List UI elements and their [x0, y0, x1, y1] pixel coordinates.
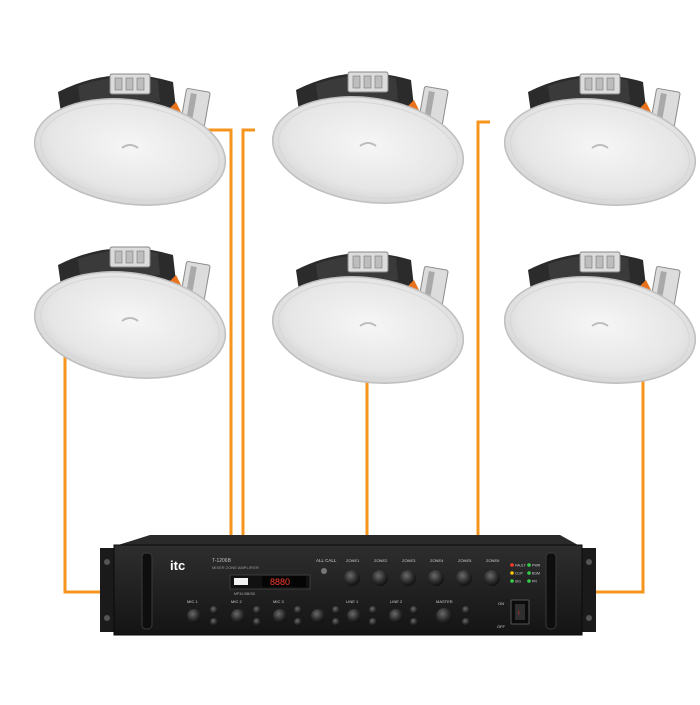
mic1-treble-knob[interactable]	[210, 618, 218, 626]
zone-knob-6[interactable]	[484, 570, 500, 586]
mic4-bass-knob[interactable]	[332, 606, 340, 614]
speaker-row-bottom	[26, 246, 700, 396]
line1-volume-knob[interactable]	[347, 609, 361, 623]
zone-label: ZONE6	[486, 558, 500, 563]
master-volume-knob[interactable]	[436, 608, 452, 624]
cable-speaker-6	[596, 352, 645, 594]
zone-label: ZONE2	[374, 558, 388, 563]
ceiling-speaker-6	[496, 251, 700, 396]
line2-treble-knob[interactable]	[410, 618, 418, 626]
indicator-label: BGM	[532, 572, 540, 576]
cable-speaker-3	[241, 128, 255, 536]
zone-knob-4[interactable]	[428, 570, 444, 586]
model-number: T-1206B	[212, 558, 232, 564]
master-treble-knob[interactable]	[462, 618, 470, 626]
all-call-button[interactable]	[321, 568, 327, 574]
mic3-volume-knob[interactable]	[273, 609, 287, 623]
speaker-cables	[63, 120, 645, 594]
amp-top-cover	[118, 535, 578, 545]
power-on-label: ON	[498, 601, 504, 606]
zone-label: ZONE3	[402, 558, 416, 563]
cable-speaker-1	[205, 128, 233, 536]
indicator-label: FAULT	[515, 564, 526, 568]
all-call-label: ALL CALL	[316, 558, 337, 563]
mic2-volume-knob[interactable]	[231, 609, 245, 623]
usb-label: MP3/USB/SD	[234, 592, 256, 596]
amp-subtitle: MIXER ZONE AMPLIFIER	[212, 565, 259, 570]
master-bass-knob[interactable]	[462, 606, 470, 614]
ceiling-speaker-5	[496, 73, 700, 218]
mic4-volume-knob[interactable]	[311, 609, 325, 623]
indicator-label: PWR	[532, 564, 541, 568]
usb-slot[interactable]	[234, 578, 248, 585]
input-label: LINE 1	[346, 599, 359, 604]
display-window	[262, 576, 306, 587]
zone-controls: ZONE1 ZONE2 ZONE3 ZONE4 ZONE5 ZONE6	[344, 558, 500, 586]
line2-volume-knob[interactable]	[389, 609, 403, 623]
cable-speaker-2	[63, 322, 110, 594]
rack-ear-right	[582, 548, 596, 632]
ceiling-speaker-3	[264, 71, 472, 216]
mic1-bass-knob[interactable]	[210, 606, 218, 614]
cable-speaker-5	[476, 120, 490, 536]
speaker-row-top	[26, 71, 700, 218]
zone-knob-5[interactable]	[456, 570, 472, 586]
mic1-volume-knob[interactable]	[187, 609, 201, 623]
zone-knob-1[interactable]	[344, 570, 360, 586]
zone-knob-2[interactable]	[372, 570, 388, 586]
power-switch-symbol: I	[518, 611, 520, 617]
input-controls: MIC 1 MIC 2 MIC 3 LINE 1 LINE 2 MASTER	[187, 599, 470, 626]
display-readout: 8880	[270, 577, 290, 587]
indicator-label: CLIP	[515, 572, 523, 576]
input-label: MASTER	[436, 599, 453, 604]
line1-treble-knob[interactable]	[369, 618, 377, 626]
handle-left[interactable]	[141, 552, 153, 630]
mixer-amplifier: itc T-1206B MIXER ZONE AMPLIFIER 8880 MP…	[100, 535, 596, 636]
zone-label: ZONE1	[346, 558, 360, 563]
zone-label: ZONE5	[458, 558, 472, 563]
ceiling-speaker-1	[26, 73, 234, 218]
ceiling-speaker-4	[264, 251, 472, 396]
ceiling-speaker-2	[26, 246, 234, 391]
input-label: MIC 3	[273, 599, 284, 604]
line1-bass-knob[interactable]	[369, 606, 377, 614]
zone-knob-3[interactable]	[400, 570, 416, 586]
input-label: LINE 2	[390, 599, 403, 604]
power-off-label: OFF	[497, 624, 506, 629]
zone-label: ZONE4	[430, 558, 444, 563]
mic3-treble-knob[interactable]	[294, 618, 302, 626]
mic3-bass-knob[interactable]	[294, 606, 302, 614]
handle-right[interactable]	[545, 552, 557, 630]
brand-logo: itc	[170, 558, 185, 573]
input-label: MIC 2	[231, 599, 242, 604]
status-indicators: FAULT CLIP SIG PWR BGM PR	[510, 563, 541, 584]
rack-ear-left	[100, 548, 114, 632]
mic2-treble-knob[interactable]	[253, 618, 261, 626]
line2-bass-knob[interactable]	[410, 606, 418, 614]
indicator-label: SIG	[515, 580, 521, 584]
indicator-label: PR	[532, 580, 537, 584]
input-label: MIC 1	[187, 599, 198, 604]
mic2-bass-knob[interactable]	[253, 606, 261, 614]
mic4-treble-knob[interactable]	[332, 618, 340, 626]
power-switch-rocker	[515, 604, 525, 620]
